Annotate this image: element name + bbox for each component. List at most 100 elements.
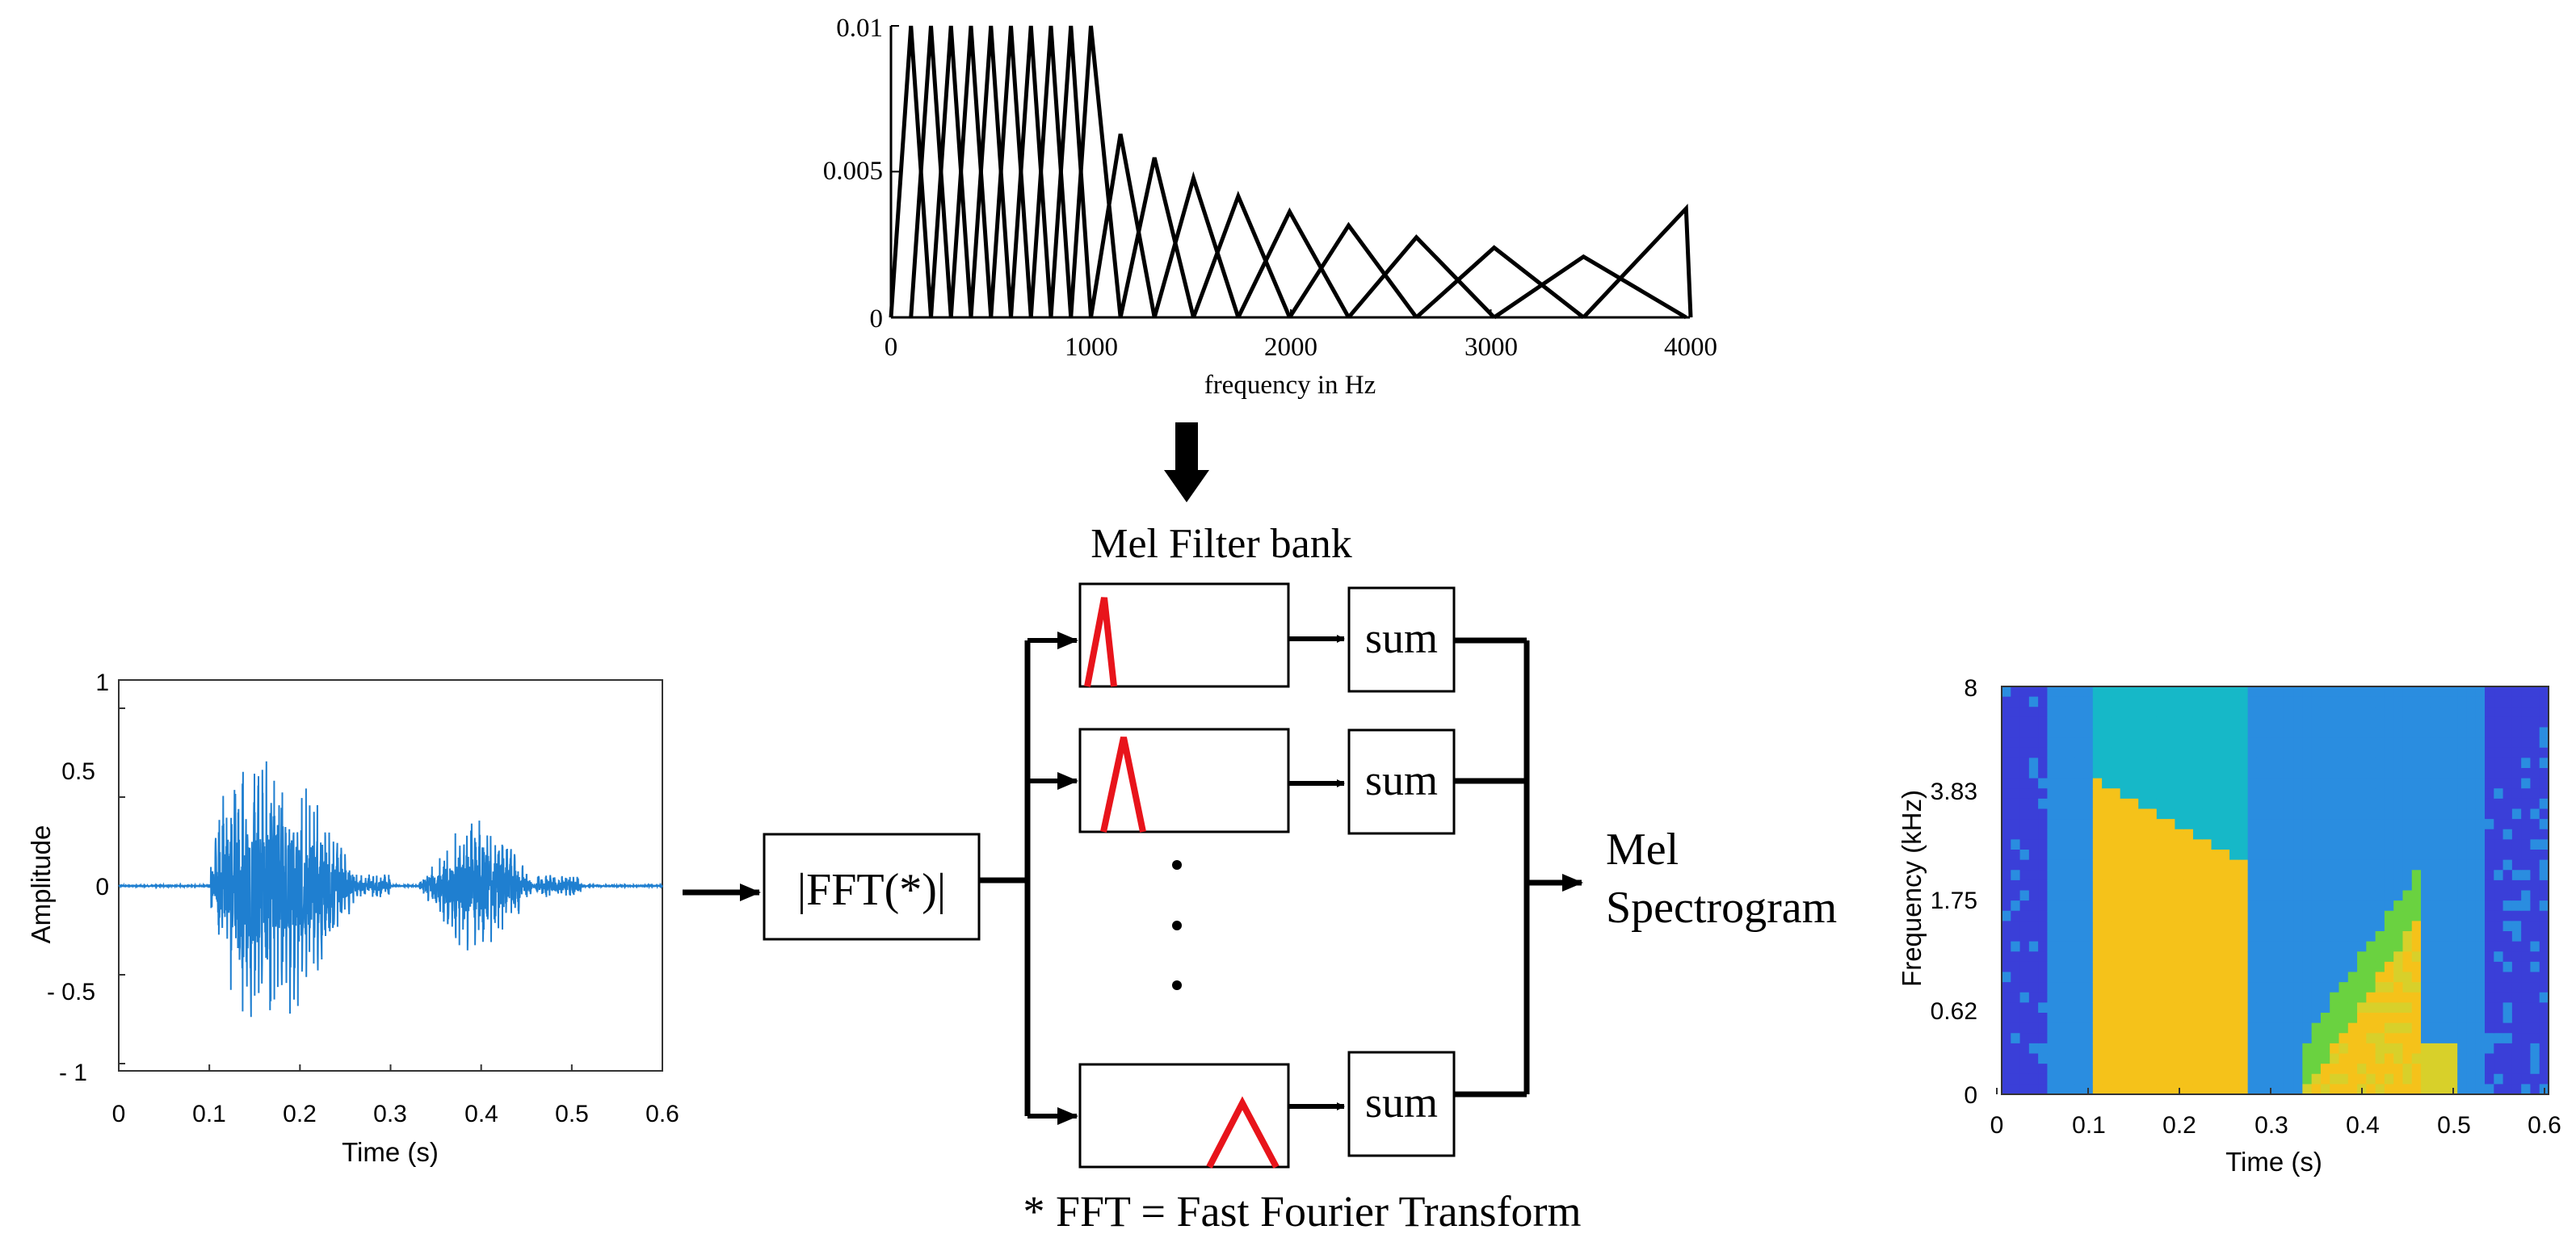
spectrogram-cell bbox=[2111, 879, 2121, 892]
spectrogram-cell bbox=[2028, 1033, 2039, 1044]
spectrogram-cell bbox=[2183, 716, 2194, 728]
spectrogram-cell bbox=[2147, 829, 2158, 840]
spectrogram-cell bbox=[2192, 992, 2203, 1003]
spectrogram-cell bbox=[2421, 1033, 2431, 1044]
spectrogram-cell bbox=[2502, 716, 2513, 728]
spectrogram-cell bbox=[2511, 982, 2522, 993]
spectrogram-cell bbox=[2102, 707, 2112, 718]
spectrogram-cell bbox=[2183, 1073, 2194, 1085]
spectrogram-cell bbox=[2485, 931, 2494, 942]
spectrogram-cell bbox=[2521, 829, 2532, 840]
spectrogram-cell bbox=[2111, 972, 2121, 983]
spectrogram-cell bbox=[2138, 686, 2149, 698]
spectrogram-cell bbox=[2311, 778, 2322, 789]
spectrogram-cell bbox=[2092, 727, 2103, 738]
spectrogram-cell bbox=[2384, 961, 2394, 973]
spectrogram-cell bbox=[2302, 829, 2313, 840]
spectrogram-cell bbox=[2229, 778, 2239, 789]
spectrogram-cell bbox=[2028, 910, 2039, 921]
spectrogram-cell bbox=[2485, 1043, 2494, 1055]
spectrogram-cell bbox=[2175, 1053, 2185, 1064]
spectrogram-cell bbox=[2521, 982, 2532, 993]
spectrogram-cell bbox=[2466, 951, 2477, 963]
spectrogram-cell bbox=[2192, 1033, 2203, 1044]
spectrogram-cell bbox=[2128, 951, 2139, 963]
spectrogram-cell bbox=[2211, 941, 2221, 952]
spectrogram-cell bbox=[2192, 931, 2203, 942]
spectrogram-cell bbox=[2275, 798, 2285, 810]
spectrogram-cell bbox=[2330, 778, 2340, 789]
spectrogram-cell bbox=[2330, 758, 2340, 769]
spectrogram-cell bbox=[2192, 1043, 2203, 1055]
spectrogram-cell bbox=[2011, 696, 2021, 707]
spectrogram-cell bbox=[2028, 1022, 2039, 1034]
spectrogram-cell bbox=[2202, 1033, 2213, 1044]
spectrogram-cell bbox=[2430, 941, 2440, 952]
spectrogram-cell bbox=[2457, 1013, 2468, 1024]
spectrogram-cell bbox=[2275, 727, 2285, 738]
spectrogram-cell bbox=[2521, 839, 2532, 850]
spectrogram-cell bbox=[2128, 859, 2139, 871]
spectrogram-cell bbox=[2457, 921, 2468, 932]
spectrogram-cell bbox=[2256, 879, 2267, 892]
spectrogram-cell bbox=[2083, 696, 2094, 707]
spectrogram-cell bbox=[2183, 1013, 2194, 1024]
spectrogram-cell bbox=[2019, 798, 2030, 810]
spectrogram-cell bbox=[2320, 788, 2330, 800]
spectrogram-cell bbox=[2402, 778, 2413, 789]
spectrogram-cell bbox=[2147, 1053, 2158, 1064]
spectrogram-cell bbox=[2211, 1002, 2221, 1014]
spectrogram-cell bbox=[2111, 1053, 2121, 1064]
spectrogram-cell bbox=[2311, 1064, 2322, 1075]
spectrogram-cell bbox=[2320, 1053, 2330, 1064]
spectrogram-cell bbox=[2494, 982, 2504, 993]
spectrogram-cell bbox=[2102, 696, 2112, 707]
spectrogram-cell bbox=[2211, 1053, 2221, 1064]
spectrogram-cell bbox=[2475, 808, 2486, 820]
spectrogram-cell bbox=[2466, 900, 2477, 912]
spectrogram-cell bbox=[2175, 788, 2185, 800]
spectrogram-cell bbox=[2375, 890, 2385, 901]
spectrogram-cell bbox=[2539, 707, 2549, 718]
spectrogram-cell bbox=[2402, 1002, 2413, 1014]
spectrogram-cell bbox=[2521, 972, 2532, 983]
spectrogram-cell bbox=[2047, 1064, 2057, 1075]
filterbank-triangle bbox=[948, 25, 994, 318]
spectrogram-cell bbox=[2375, 1084, 2385, 1094]
spectrogram-cell bbox=[2384, 1053, 2394, 1064]
spectrogram-cell bbox=[2011, 798, 2021, 810]
spectrogram-cell bbox=[2421, 1002, 2431, 1014]
spectrogram-cell bbox=[2220, 931, 2230, 942]
spectrogram-cell bbox=[2457, 1043, 2468, 1055]
spectrogram-cell bbox=[2466, 992, 2477, 1003]
spectrogram-cell bbox=[2421, 808, 2431, 820]
spectrogram-cell bbox=[2411, 910, 2422, 921]
spectrogram-cell bbox=[2229, 900, 2239, 912]
spectrogram-cell bbox=[2120, 1033, 2130, 1044]
spectrogram-cell bbox=[2357, 768, 2367, 779]
spectrogram-cell bbox=[2175, 910, 2185, 921]
spectrogram-cell bbox=[2156, 727, 2166, 738]
spectrogram-cell bbox=[2111, 716, 2121, 728]
spectrogram-cell bbox=[2128, 1013, 2139, 1024]
spectrogram-cell bbox=[2457, 951, 2468, 963]
spectrogram-cell bbox=[2366, 1073, 2376, 1085]
spectrogram-cell bbox=[2202, 910, 2213, 921]
spectrogram-cell bbox=[2375, 737, 2385, 749]
spectrogram-cell bbox=[2448, 951, 2458, 963]
spectrogram-cell bbox=[2375, 1073, 2385, 1085]
spectrogram-cell bbox=[2247, 768, 2258, 779]
spectrogram-cell bbox=[2375, 819, 2385, 830]
spectrogram-cell bbox=[2485, 716, 2494, 728]
spectrogram-cell bbox=[2266, 808, 2276, 820]
spectrogram-cell bbox=[2275, 972, 2285, 983]
spectrogram-cell bbox=[2111, 859, 2121, 871]
spectrogram-cell bbox=[2530, 707, 2540, 718]
spectrogram-cell bbox=[2384, 1022, 2394, 1034]
waveform-xtick-0.5: 0.5 bbox=[555, 1101, 589, 1127]
spectrogram-cell bbox=[2202, 686, 2213, 698]
spectrogram-cell bbox=[2256, 850, 2267, 861]
spectrogram-cell bbox=[2011, 1064, 2021, 1075]
spectrogram-cell bbox=[2074, 1013, 2085, 1024]
spectrogram-cell bbox=[2247, 992, 2258, 1003]
